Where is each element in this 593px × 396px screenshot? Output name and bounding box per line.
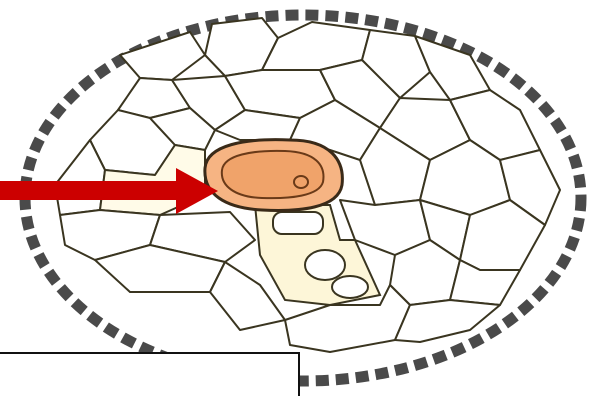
label-box (0, 352, 300, 396)
lower-cell (332, 276, 368, 298)
middle-cell (305, 250, 345, 280)
upper-cell (273, 212, 323, 234)
highlighted-cell (205, 140, 342, 211)
highlighted-cytoplasm (222, 151, 324, 198)
